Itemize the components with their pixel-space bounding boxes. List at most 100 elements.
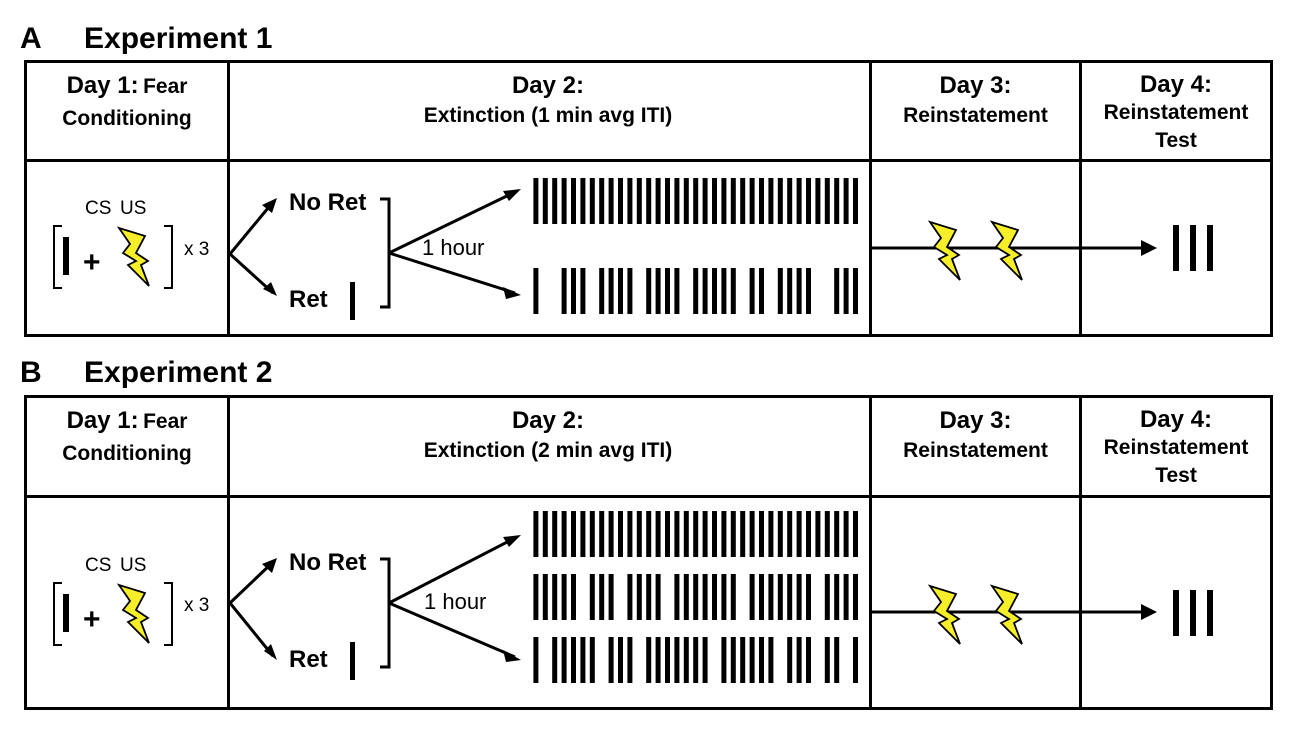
day2-extinction: Extinction (2 min avg ITI) xyxy=(423,439,673,462)
extinction-trial-bar xyxy=(759,637,764,683)
extinction-trial-bar xyxy=(618,178,623,224)
extinction-trial-bar xyxy=(796,637,802,683)
extinction-trial-bar xyxy=(599,511,605,557)
extinction-trial-bar xyxy=(580,511,586,557)
arrowhead-lower xyxy=(503,650,521,662)
day4-header: Day 4: Reinstatement Test xyxy=(1082,406,1270,490)
day1-conditioning: Conditioning xyxy=(62,107,192,130)
column-divider xyxy=(227,63,230,334)
extinction-trial-bar xyxy=(796,511,802,557)
arrow-upper xyxy=(388,536,516,605)
extinction-trial-bar xyxy=(806,574,811,620)
extinction-trial-bar xyxy=(834,268,840,314)
arrow-to-noret xyxy=(228,201,275,255)
noret-label: No Ret xyxy=(289,189,366,216)
extinction-trial-bar xyxy=(683,511,689,557)
extinction-trial-bar xyxy=(665,637,670,683)
extinction-trial-bar xyxy=(665,511,670,557)
experiment-2-diagram: CS US + x 3 No Ret Ret 1 hour xyxy=(53,511,1213,683)
extinction-trial-bar xyxy=(599,268,605,314)
extinction-trial-bar xyxy=(533,574,539,620)
extinction-trial-bar xyxy=(693,178,699,224)
ret-cs-bar xyxy=(350,282,355,320)
extinction-trial-bar xyxy=(589,574,595,620)
day1-label: Day 1: xyxy=(66,407,139,434)
extinction-trial-bar xyxy=(777,511,783,557)
test-trials xyxy=(1173,225,1213,271)
extinction-trial-bar xyxy=(702,637,708,683)
extinction-trial-bar xyxy=(730,268,736,314)
extinction-trial-bar xyxy=(674,178,680,224)
extinction-trial-bar xyxy=(627,637,633,683)
day2-extinction: Extinction (1 min avg ITI) xyxy=(423,104,673,127)
extinction-trial-bar xyxy=(702,178,708,224)
day4-test: Test xyxy=(1155,129,1197,152)
extinction-trial-bar xyxy=(561,574,567,620)
extinction-trial-bar xyxy=(843,268,849,314)
arrow-lower xyxy=(388,601,516,659)
extinction-trial-bar xyxy=(627,268,633,314)
extinction-trial-bar xyxy=(721,637,727,683)
extinction-trial-bar xyxy=(608,268,614,314)
test-trial-bar xyxy=(1207,590,1213,636)
extinction-trial-bar xyxy=(712,178,717,224)
us-label: US xyxy=(120,198,146,219)
extinction-trial-bar xyxy=(693,268,699,314)
extinction-trial-bar xyxy=(693,574,699,620)
extinction-trial-bar xyxy=(665,178,670,224)
extinction-trial-bar xyxy=(589,178,595,224)
extinction-trial-bar xyxy=(777,178,783,224)
arrowhead-ret xyxy=(263,282,277,296)
extinction-trial-bar xyxy=(533,268,539,314)
day3-label: Day 3: xyxy=(939,407,1012,434)
extinction-trial-bar xyxy=(580,637,586,683)
extinction-trial-bar xyxy=(759,178,764,224)
test-trial-bar xyxy=(1173,590,1179,636)
column-divider xyxy=(1079,398,1082,707)
arrowhead-upper xyxy=(503,189,521,201)
panel-title-a: Experiment 1 xyxy=(84,22,273,55)
day4-label: Day 4: xyxy=(1139,406,1213,433)
lightning-bolt-icon xyxy=(989,584,1023,645)
extinction-trial-bar xyxy=(561,511,567,557)
extinction-trial-bar xyxy=(787,268,793,314)
day4-reinstatement: Reinstatement xyxy=(1103,436,1249,459)
panel-letter-b: B xyxy=(20,356,42,389)
day4-header: Day 4: Reinstatement Test xyxy=(1082,71,1270,155)
day3-reinstatement: Reinstatement xyxy=(903,439,1048,462)
extinction-trial-bar xyxy=(702,511,708,557)
extinction-trial-bar xyxy=(768,574,774,620)
extinction-trial-bar xyxy=(608,574,614,620)
extinction-trial-bar xyxy=(599,178,605,224)
extinction-trial-bar xyxy=(740,178,746,224)
extinction-trial-bar xyxy=(552,178,558,224)
lightning-bolt-icon xyxy=(989,220,1023,281)
extinction-trial-bar xyxy=(683,574,689,620)
extinction-trial-bar xyxy=(693,511,699,557)
extinction-trial-bar xyxy=(665,268,670,314)
noret-label: No Ret xyxy=(289,549,366,576)
arrow-to-ret xyxy=(228,252,275,295)
extinction-trial-bar xyxy=(542,511,548,557)
extinction-trial-bar xyxy=(646,178,652,224)
extinction-trial-bar xyxy=(843,574,849,620)
extinction-trial-bar xyxy=(806,511,811,557)
extinction-trial-bar xyxy=(674,511,680,557)
extinction-trial-bar xyxy=(749,511,755,557)
extinction-trial-bar xyxy=(712,268,717,314)
extinction-trial-bar xyxy=(730,574,736,620)
arrow-to-ret xyxy=(228,602,275,657)
extinction-trial-bar xyxy=(759,268,764,314)
extinction-trial-bar xyxy=(796,574,802,620)
extinction-trial-bar xyxy=(646,511,652,557)
group-bracket xyxy=(380,197,391,309)
day3-header: Day 3: Reinstatement xyxy=(872,406,1079,466)
day2-label: Day 2: xyxy=(511,407,585,434)
day2-header: Day 2: Extinction (2 min avg ITI) xyxy=(227,406,869,466)
cs-label: CS xyxy=(85,198,111,219)
extinction-trial-bar xyxy=(683,178,689,224)
left-bracket xyxy=(53,225,62,289)
extinction-trial-bar xyxy=(561,178,567,224)
header-divider xyxy=(27,159,1270,162)
test-trials xyxy=(1173,590,1213,636)
